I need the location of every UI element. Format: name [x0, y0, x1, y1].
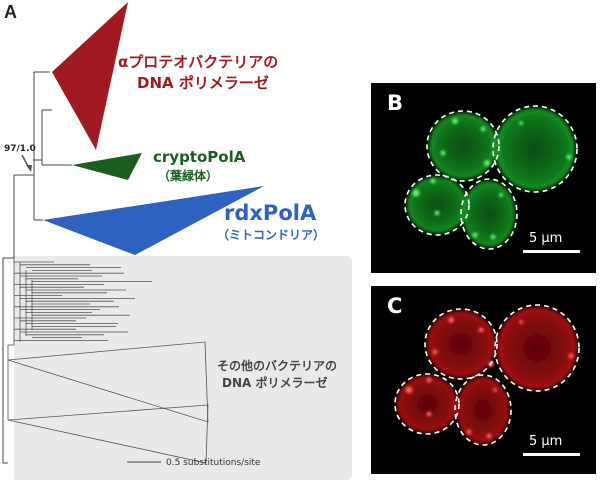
micrograph-green-panel: B 5 μm — [371, 83, 596, 273]
tree-scale-label: 0.5 substitutions/site — [166, 458, 261, 468]
micro-scale-bar — [523, 250, 580, 253]
other-bacteria-box — [14, 256, 352, 480]
crypto-clade-name: cryptoPolA — [153, 148, 246, 166]
alpha-proteobacteria-clade — [52, 2, 128, 150]
alpha-clade-label-line2: DNA ポリメラーゼ — [137, 74, 269, 92]
rdx-clade-name: rdxPolA — [224, 201, 317, 225]
phylogenetic-tree-panel: A 97/1.0 αプロテオバクテリアの DNA ポリメラーゼ cryptoPo… — [2, 2, 352, 480]
micrograph-red-panel: C 5 μm — [371, 286, 596, 474]
rdxpola-clade — [43, 186, 264, 255]
alpha-clade-label-line1: αプロテオバクテリアの — [118, 53, 278, 71]
tree-backbone — [2, 71, 72, 464]
other-bacteria-clade-lower — [7, 404, 209, 464]
other-bacteria-branches — [7, 258, 152, 420]
rdx-clade-sub: （ミトコンドリア） — [217, 227, 325, 242]
micro-scale-bar — [523, 453, 580, 456]
other-bacteria-clade-upper — [7, 341, 209, 423]
panel-c-label: C — [387, 294, 403, 318]
panel-a-label: A — [4, 2, 17, 22]
other-bacteria-label-line2: DNA ポリメラーゼ — [222, 375, 327, 390]
bootstrap-label: 97/1.0 — [4, 144, 36, 154]
bootstrap-arrow-icon — [21, 154, 32, 172]
micro-scale-label: 5 μm — [529, 231, 563, 246]
red-cells-image — [371, 286, 596, 474]
cryptopola-clade — [72, 153, 142, 180]
micro-scale-label: 5 μm — [529, 434, 563, 449]
green-cells-image — [371, 83, 596, 273]
other-bacteria-label-line1: その他のバクテリアの — [217, 358, 337, 373]
panel-b-label: B — [387, 91, 404, 115]
crypto-clade-sub: （葉緑体） — [158, 168, 218, 183]
